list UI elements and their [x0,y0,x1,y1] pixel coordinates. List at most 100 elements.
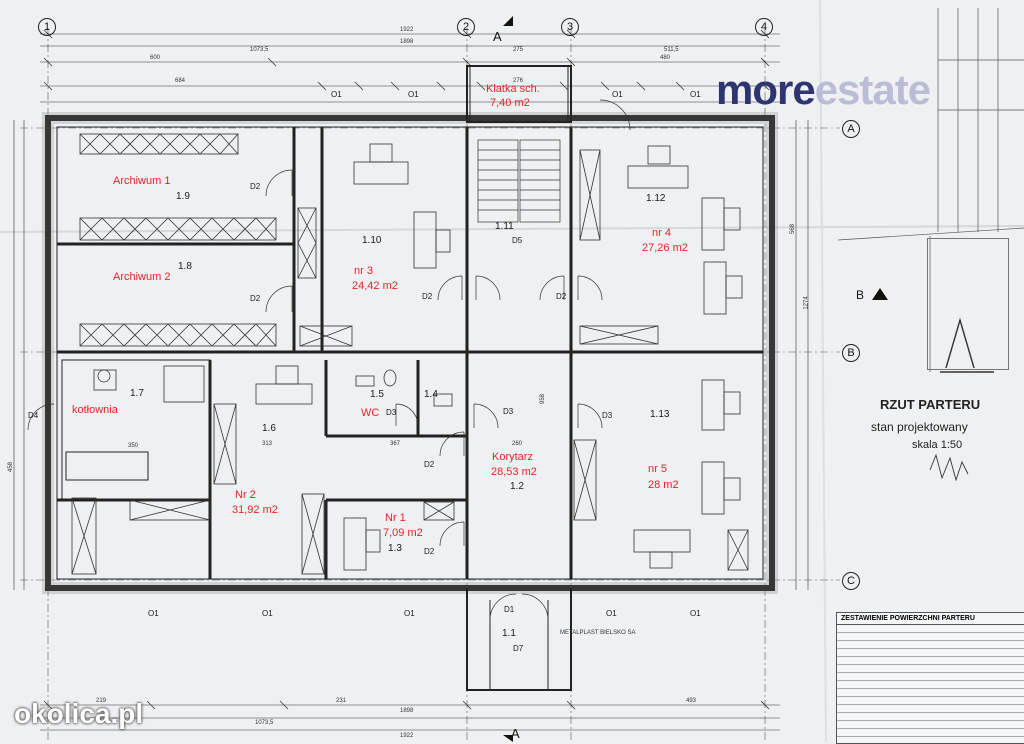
door-label-d2e: D2 [424,460,435,469]
table-row [837,721,1024,729]
room-area-nr3: 24,42 m2 [352,280,398,292]
manufacturer-label: METALPLAST BIELSKO SA [560,630,636,636]
room-name-nr4: nr 4 [652,227,671,239]
window-label-o1-top-a: O1 [331,90,342,99]
section-a-bottom: A [511,726,520,741]
room-id-1-8: 1.8 [178,261,192,272]
table-row [837,689,1024,697]
source-watermark: okolica.pl [14,698,144,729]
top-dimension-lines [13,33,809,731]
drawing-scale: skala 1:50 [912,439,963,451]
dim-top-276: 276 [513,78,524,84]
table-row [837,633,1024,641]
dim-top-1073: 1073,5 [250,47,269,53]
door-label-d5: D5 [512,236,523,245]
dim-top-total-2: 1898 [400,39,414,45]
door-label-d3a: D3 [386,408,397,417]
table-row [837,713,1024,721]
door-label-d2c: D2 [422,292,433,301]
grid-axis-b: B [842,344,860,362]
table-row [837,705,1024,713]
section-markers [503,16,888,742]
room-id-1-1: 1.1 [502,628,516,639]
door-label-d7: D7 [513,644,524,653]
dim-bot-1922: 1922 [400,733,414,739]
table-row [837,649,1024,657]
room-area-nr4: 27,26 m2 [642,242,688,254]
dim-bot-219: 219 [96,698,107,704]
dim-958: 958 [540,393,547,405]
table-row [837,625,1024,633]
room-name-korytarz: Korytarz [492,451,533,463]
dim-top-480: 480 [660,55,671,61]
grid-axis-4: 4 [755,18,773,36]
drawing-title: RZUT PARTERU [880,397,981,412]
dim-313: 313 [262,441,273,447]
dim-367: 367 [390,441,401,447]
dim-top-total-1: 1922 [400,27,414,33]
room-area-klatka: 7,40 m2 [490,97,530,109]
door-label-d2a: D2 [250,182,261,191]
table-row [837,673,1024,681]
section-a-top: A [493,29,502,44]
room-name-nr1: Nr 1 [385,512,406,524]
room-name-nr5: nr 5 [648,463,667,475]
dim-right-1274: 1274 [803,296,810,310]
stairs [477,139,561,223]
room-name-klatka: Klatka sch. [486,83,540,95]
dim-top-684: 684 [175,78,186,84]
window-label-o1-bot-d: O1 [606,609,617,618]
window-label-o1-bot-b: O1 [262,609,273,618]
table-row [837,665,1024,673]
door-label-d2f: D2 [424,547,435,556]
room-area-nr1: 7,09 m2 [383,527,423,539]
dim-right-568: 568 [790,223,797,235]
grid-axis-c: C [842,572,860,590]
area-summary-table: ZESTAWIENIE POWIERZCHNI PARTERU [836,612,1024,744]
window-label-o1-top-c: O1 [612,90,623,99]
grid-axis-a: A [842,120,860,138]
room-name-kotlownia: kotłownia [72,404,118,416]
door-label-d2b: D2 [250,294,261,303]
window-label-o1-top-b: O1 [408,90,419,99]
room-name-archiwum-2: Archiwum 2 [113,271,171,283]
table-row [837,657,1024,665]
room-area-nr5: 28 m2 [648,479,679,491]
room-id-1-10: 1.10 [362,235,382,246]
room-name-archiwum-1: Archiwum 1 [113,175,171,187]
title-block-frame [837,8,1024,372]
dim-bot-493: 493 [686,698,697,704]
door-label-d3b: D3 [503,407,514,416]
door-label-d4: D4 [28,411,39,420]
area-table-header: ZESTAWIENIE POWIERZCHNI PARTERU [837,613,1024,625]
room-area-korytarz: 28,53 m2 [491,466,537,478]
room-name-nr2: Nr 2 [235,489,256,501]
window-label-o1-top-d: O1 [690,90,701,99]
room-id-1-5: 1.5 [370,389,384,400]
room-id-1-3: 1.3 [388,543,402,554]
dim-top-600: 600 [150,55,161,61]
vestibule-walls [466,588,572,691]
room-id-1-2: 1.2 [510,481,524,492]
table-row [837,729,1024,737]
grid-axis-2: 2 [457,18,475,36]
dim-corridor-260: 260 [512,441,523,447]
staircase-walls [466,65,572,123]
grid-axis-1: 1 [38,18,56,36]
brand-text-more: more [716,66,816,113]
architect-stamp-box [927,238,1009,370]
drawing-subtitle: stan projektowany [871,420,968,434]
room-id-1-9: 1.9 [176,191,190,202]
door-swings [27,99,631,621]
room-id-1-11: 1.11 [495,221,514,232]
dim-left-458: 458 [8,461,15,473]
door-label-d1: D1 [504,605,515,614]
room-name-wc: WC [361,407,380,419]
dim-top-511: 511,5 [664,47,679,53]
furniture [71,143,749,575]
architect-logo [940,317,994,373]
room-id-1-12: 1.12 [646,193,666,204]
archive-shelves [79,133,317,347]
dim-bot-231: 231 [336,698,347,704]
room-id-1-4: 1.4 [424,389,438,400]
